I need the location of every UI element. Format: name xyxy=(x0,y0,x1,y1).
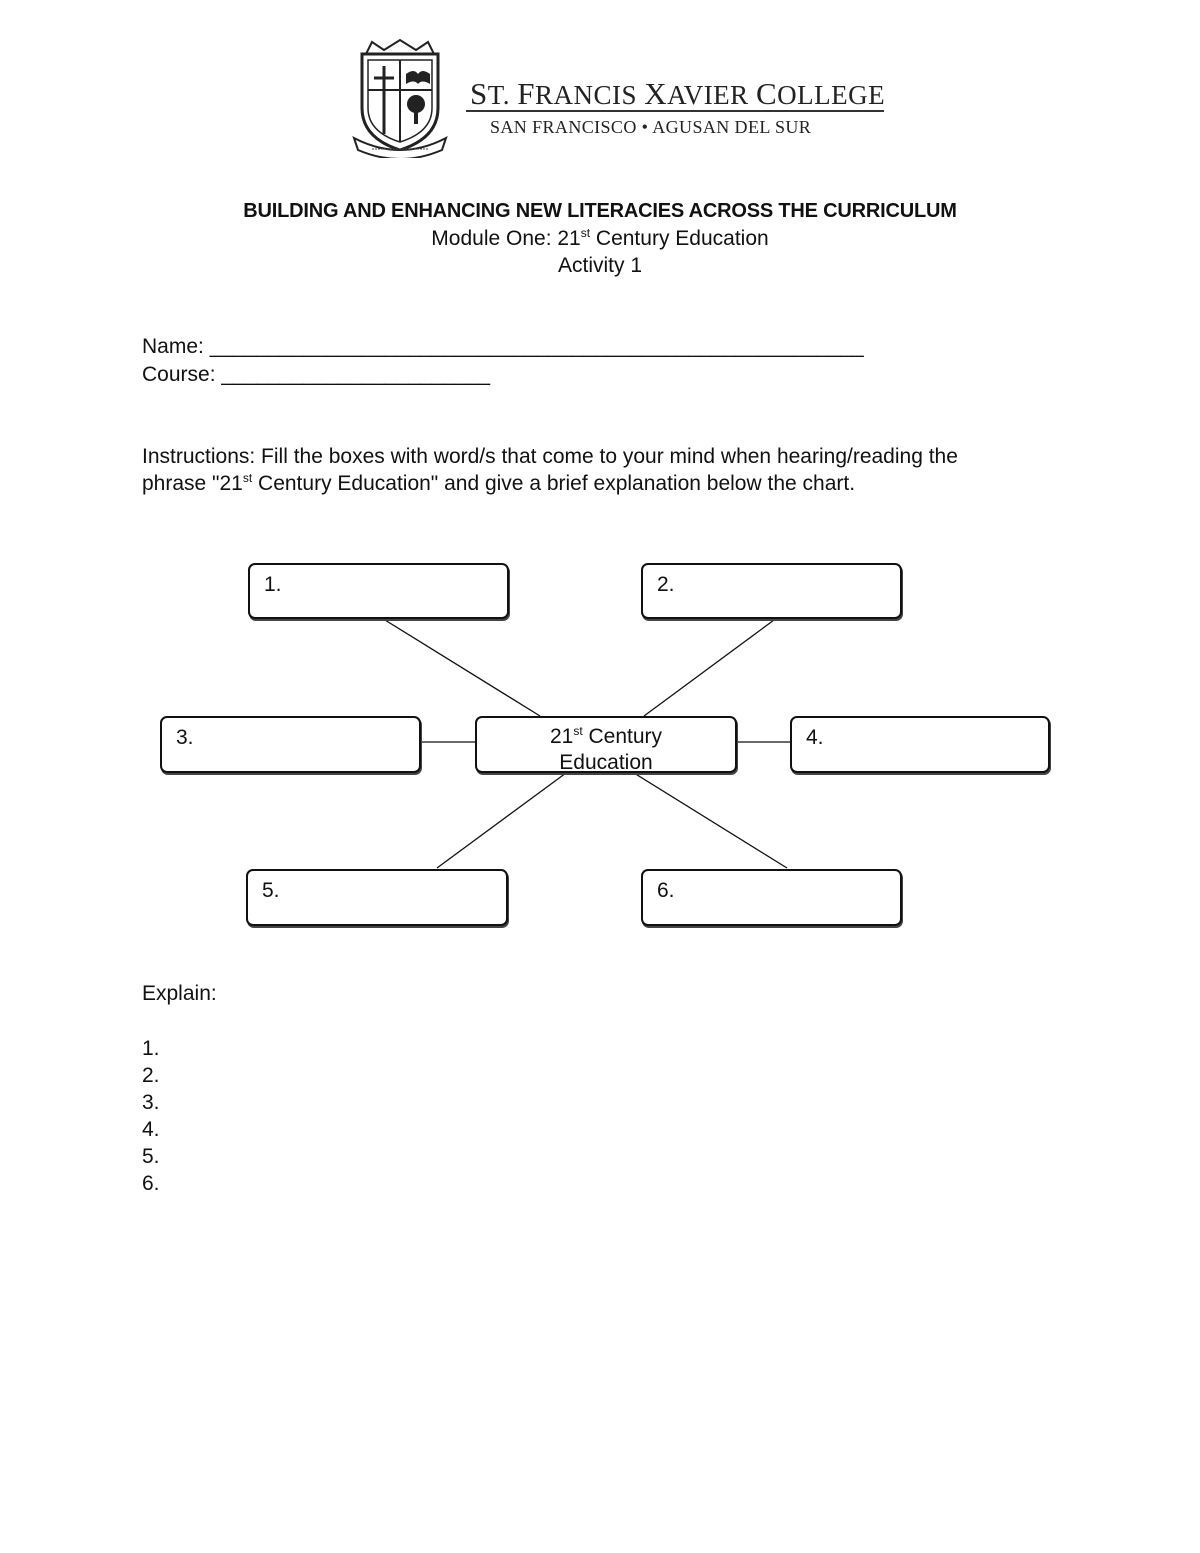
center-concept-box: 21st Century Education xyxy=(475,716,737,773)
name-label: Name: xyxy=(142,335,204,358)
center-concept-line-1: 21st Century xyxy=(549,724,663,748)
concept-box-4[interactable]: 4. xyxy=(790,716,1050,773)
college-seal xyxy=(348,38,452,160)
concept-box-3[interactable]: 3. xyxy=(160,716,421,773)
explain-item-1[interactable]: 1. xyxy=(142,1037,160,1060)
activity-label: Activity 1 xyxy=(557,254,643,277)
explain-item-3[interactable]: 3. xyxy=(142,1091,160,1114)
box-number: 6. xyxy=(657,879,675,902)
connector-2 xyxy=(643,619,775,717)
box-number: 5. xyxy=(262,879,280,902)
box-number: 1. xyxy=(264,573,282,596)
explain-list: 1. 2. 3. 4. 5. 6. xyxy=(142,1035,160,1197)
module-subtitle: Module One: 21st Century Education xyxy=(431,226,769,250)
header-divider xyxy=(466,110,884,112)
explain-label: Explain: xyxy=(142,982,217,1005)
concept-box-6[interactable]: 6. xyxy=(641,869,902,926)
college-name: ST. FRANCIS XAVIER COLLEGE xyxy=(470,76,886,111)
connector-5 xyxy=(436,772,567,869)
course-field[interactable]: Course: _______________________ xyxy=(142,363,490,387)
instructions: Instructions: Fill the boxes with word/s… xyxy=(142,443,1072,497)
concept-box-1[interactable]: 1. xyxy=(248,563,509,619)
center-concept-line-2: Education xyxy=(559,751,653,773)
concept-box-2[interactable]: 2. xyxy=(641,563,902,619)
box-number: 4. xyxy=(806,726,824,749)
college-location: SAN FRANCISCO • AGUSAN DEL SUR xyxy=(490,117,812,137)
course-label: Course: xyxy=(142,363,216,386)
box-number: 2. xyxy=(657,573,675,596)
name-blank[interactable]: ________________________________________… xyxy=(209,335,864,358)
explain-item-2[interactable]: 2. xyxy=(142,1064,160,1087)
name-field[interactable]: Name: __________________________________… xyxy=(142,335,864,359)
document-title: BUILDING AND ENHANCING NEW LITERACIES AC… xyxy=(243,200,957,222)
instructions-line-1: Instructions: Fill the boxes with word/s… xyxy=(142,445,958,468)
connector-1 xyxy=(384,619,541,717)
course-blank[interactable]: _______________________ xyxy=(221,363,490,386)
explain-item-4[interactable]: 4. xyxy=(142,1118,160,1141)
box-number: 3. xyxy=(176,726,194,749)
explain-item-6[interactable]: 6. xyxy=(142,1172,160,1195)
connector-6 xyxy=(633,772,788,869)
explain-item-5[interactable]: 5. xyxy=(142,1145,160,1168)
concept-box-5[interactable]: 5. xyxy=(246,869,508,926)
instructions-line-2: phrase "21st Century Education" and give… xyxy=(142,471,856,495)
